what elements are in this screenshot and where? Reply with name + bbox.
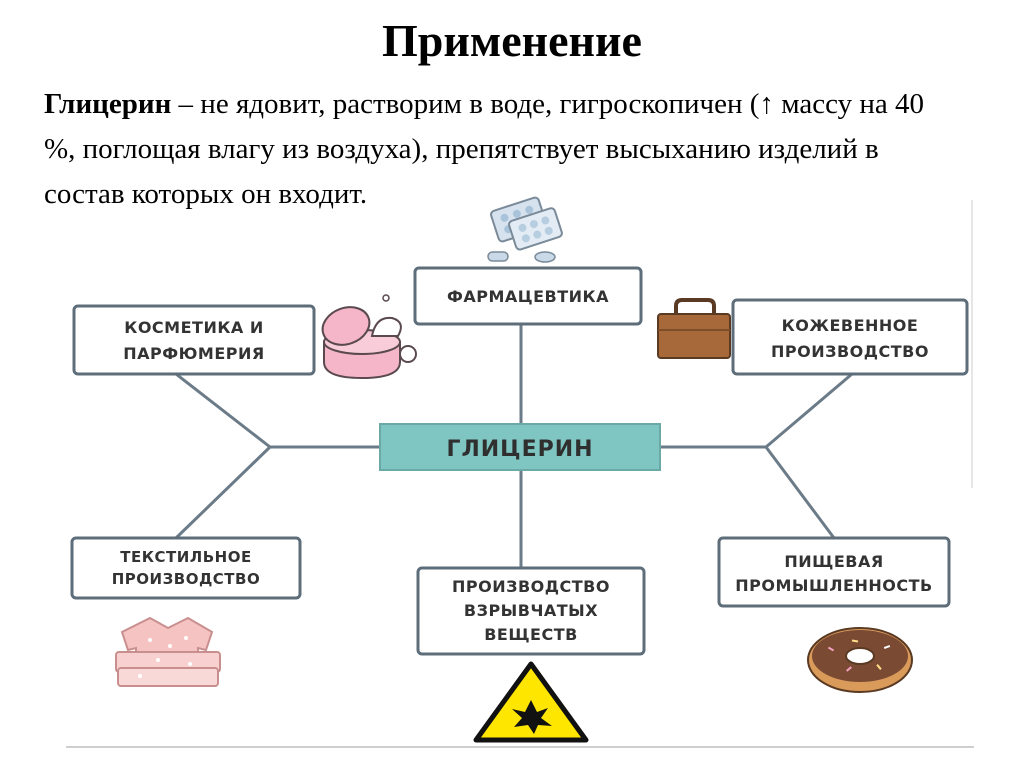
node-explosives-line-1: ПРОИЗВОДСТВО bbox=[452, 577, 610, 596]
clothes-icon bbox=[115, 616, 221, 687]
intro-text: – не ядовит, растворим в воде, гигроскоп… bbox=[44, 88, 924, 210]
node-cosmetics-line-2: ПАРФЮМЕРИЯ bbox=[123, 344, 264, 363]
node-leather: КОЖЕВЕННОЕ ПРОИЗВОДСТВО bbox=[731, 298, 969, 376]
line-leather bbox=[764, 372, 854, 449]
bottom-divider bbox=[66, 746, 974, 748]
line-textile bbox=[174, 445, 272, 540]
node-textile: ТЕКСТИЛЬНОЕ ПРОИЗВОДСТВО bbox=[70, 536, 302, 600]
node-leather-line-1: КОЖЕВЕННОЕ bbox=[782, 316, 919, 335]
node-pharma: ФАРМАЦЕВТИКА bbox=[413, 266, 643, 326]
node-explosives-line-3: ВЕЩЕСТВ bbox=[484, 625, 578, 644]
cream-jar-icon bbox=[321, 294, 417, 380]
hazard-sign-icon bbox=[473, 661, 589, 743]
briefcase-icon bbox=[657, 298, 731, 359]
center-label: ГЛИЦЕРИН bbox=[446, 437, 593, 462]
node-pharma-line-1: ФАРМАЦЕВТИКА bbox=[447, 287, 609, 306]
line-cosmetics bbox=[174, 372, 272, 449]
node-explosives: ПРОИЗВОДСТВО ВЗРЫВЧАТЫХ ВЕЩЕСТВ bbox=[416, 566, 646, 656]
intro-paragraph: Глицерин – не ядовит, растворим в воде, … bbox=[44, 82, 924, 217]
connectors bbox=[174, 322, 854, 570]
intro-term: Глицерин bbox=[44, 88, 172, 120]
node-textile-line-1: ТЕКСТИЛЬНОЕ bbox=[120, 548, 251, 566]
page-title: Применение bbox=[382, 15, 642, 66]
node-food: ПИЩЕВАЯ ПРОМЫШЛЕННОСТЬ bbox=[717, 536, 951, 608]
donut-icon bbox=[807, 627, 913, 693]
node-cosmetics-line-1: КОСМЕТИКА И bbox=[124, 318, 264, 337]
center-node: ГЛИЦЕРИН bbox=[379, 423, 661, 471]
node-leather-line-2: ПРОИЗВОДСТВО bbox=[771, 342, 929, 361]
line-food bbox=[764, 445, 836, 540]
node-food-line-1: ПИЩЕВАЯ bbox=[784, 552, 883, 571]
pills-icon bbox=[487, 196, 563, 263]
node-cosmetics: КОСМЕТИКА И ПАРФЮМЕРИЯ bbox=[72, 304, 316, 376]
node-explosives-line-2: ВЗРЫВЧАТЫХ bbox=[464, 601, 598, 620]
node-food-line-2: ПРОМЫШЛЕННОСТЬ bbox=[735, 576, 932, 595]
node-textile-line-2: ПРОИЗВОДСТВО bbox=[112, 570, 260, 588]
